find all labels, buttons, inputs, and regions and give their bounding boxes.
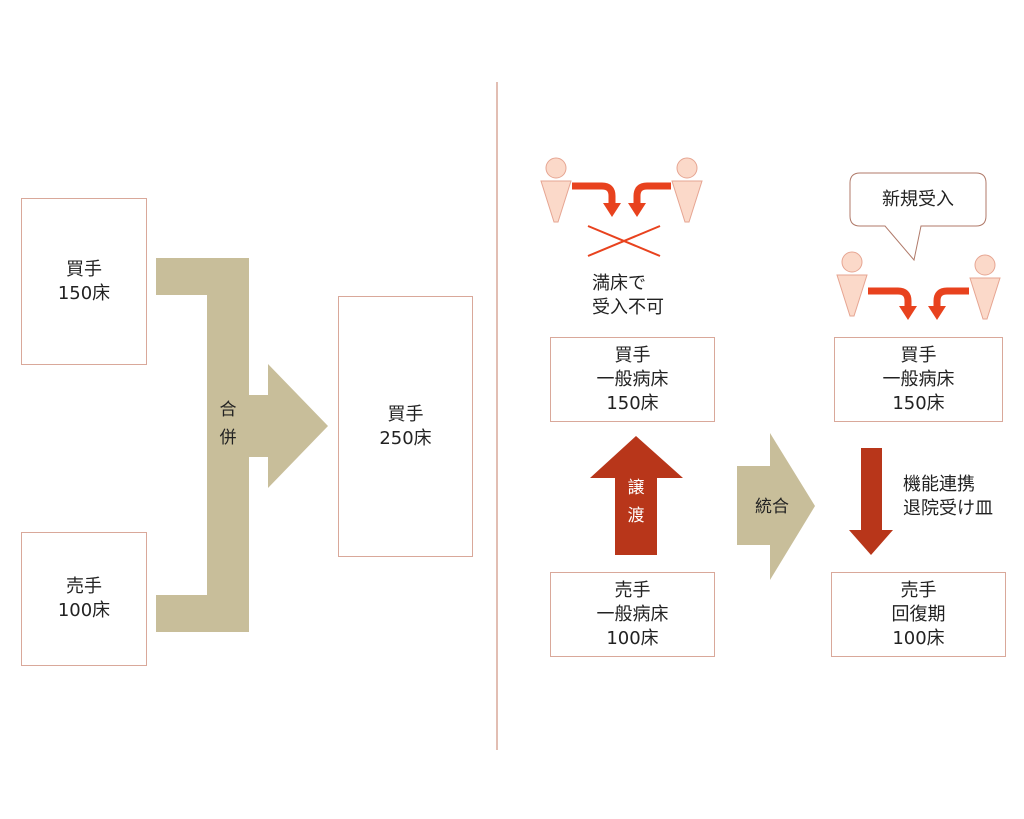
box-line: 買手 xyxy=(387,403,424,425)
box-line: 150床 xyxy=(892,392,945,414)
seller-box-general: 売手 一般病床 100床 xyxy=(550,572,715,657)
transfer-up-arrow xyxy=(590,436,683,555)
full-capacity-note: 満床で 受入不可 xyxy=(592,272,702,320)
arrowhead xyxy=(899,306,917,320)
person-icon xyxy=(969,254,1001,320)
merge-char: 併 xyxy=(219,428,237,448)
arrowhead xyxy=(928,306,946,320)
arrowhead xyxy=(603,203,621,217)
buyer-box-after: 買手 250床 xyxy=(338,296,473,557)
merge-bracket-arrow xyxy=(156,258,328,632)
box-line: 100床 xyxy=(606,627,659,649)
curved-arrow-left-icon xyxy=(633,182,671,204)
box-line: 買手 xyxy=(614,344,651,366)
box-line: 150床 xyxy=(606,392,659,414)
box-line: 100床 xyxy=(57,600,111,621)
box-line: 買手 xyxy=(66,258,102,280)
transfer-label: 譲 渡 xyxy=(620,474,652,530)
box-line: 回復期 xyxy=(891,603,946,625)
curved-arrow-left-icon xyxy=(933,287,969,307)
person-icon xyxy=(836,251,868,317)
box-line: 買手 xyxy=(900,344,937,366)
speech-bubble-text: 新規受入 xyxy=(882,189,954,210)
box-line: 一般病床 xyxy=(882,368,955,390)
speech-bubble-shape xyxy=(849,172,987,262)
buyer-box-general: 買手 一般病床 150床 xyxy=(550,337,715,422)
person-icon xyxy=(671,157,703,223)
function-role-note: 機能連携 退院受け皿 xyxy=(903,473,1013,521)
merge-label: 合 併 xyxy=(212,396,244,452)
box-line: 250床 xyxy=(379,427,432,449)
curved-arrow-right-icon xyxy=(868,287,912,307)
note-line: 受入不可 xyxy=(592,297,664,318)
box-line: 売手 xyxy=(900,579,937,601)
merge-char: 合 xyxy=(219,400,237,420)
integrate-arrow xyxy=(737,433,815,580)
buyer-box-general-integrated: 買手 一般病床 150床 xyxy=(834,337,1003,422)
transfer-char: 譲 xyxy=(627,478,645,498)
seller-box-before: 売手 100床 xyxy=(21,532,147,666)
box-line: 100床 xyxy=(892,627,945,649)
note-line: 満床で xyxy=(592,273,646,294)
curved-arrow-right-icon xyxy=(572,182,616,204)
seller-box-recovery: 売手 回復期 100床 xyxy=(831,572,1006,657)
box-line: 一般病床 xyxy=(596,368,669,390)
note-line: 退院受け皿 xyxy=(903,498,993,519)
note-line: 機能連携 xyxy=(903,474,975,495)
box-line: 売手 xyxy=(66,576,102,597)
box-line: 150床 xyxy=(57,282,111,304)
box-line: 一般病床 xyxy=(596,603,669,625)
integrate-label: 統合 xyxy=(755,497,789,517)
arrowhead xyxy=(628,203,646,217)
box-line: 売手 xyxy=(614,579,651,601)
function-down-arrow xyxy=(849,448,893,555)
buyer-box-before: 買手 150床 xyxy=(21,198,147,365)
transfer-char: 渡 xyxy=(627,506,645,526)
cross-mark-icon xyxy=(587,225,661,257)
person-icon xyxy=(540,157,572,223)
